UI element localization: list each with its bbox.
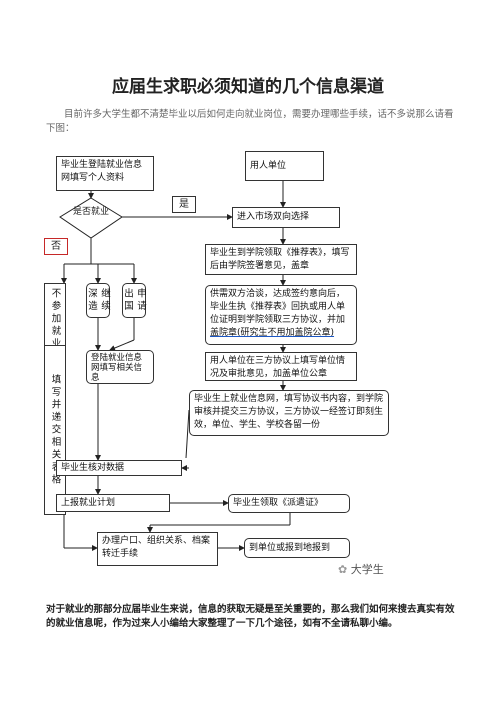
yes-label: 是 [172, 196, 196, 213]
no-employ-box: 不参加就业 [44, 283, 66, 356]
negotiate-text: 供需双方洽谈，达成签约意向后，毕业生执《推荐表》回执或用人单位证明到学院领取三方… [210, 289, 346, 325]
online-fill-box: 毕业生上就业信息网，填写协议书内容，到学院审核并提交三方协议，三方协议一经签订即… [189, 390, 389, 436]
fill-form-box: 填写并递交相关表格 [44, 345, 66, 515]
footer-paragraph: 对于就业的那部分应届毕业生来说，信息的获取无疑是至关重要的，那么我们如何来搜去真… [46, 604, 455, 629]
decision-text: 是否就业 [72, 207, 109, 217]
login-info-box: 登陆就业信息网填写相关信息 [86, 350, 154, 384]
further-study-box: 继续深造 [86, 283, 110, 318]
watermark-icon: ✿ [338, 563, 348, 576]
sign-employer-box: 用人单位在三方协议上填写单位情况及审批意见，加盖单位公章 [205, 352, 357, 381]
market-box: 进入市场双向选择 [232, 207, 340, 228]
report-unit-box: 到单位或报到地报到 [244, 538, 350, 558]
document-title: 应届生求职必须知道的几个信息渠道 [112, 77, 384, 97]
report-plan-box: 上报就业计划 [56, 494, 170, 512]
watermark: ✿ 大学生 [338, 561, 384, 577]
no-label: 否 [44, 238, 68, 255]
recommend-box: 毕业生到学院领取《推荐表》，填写后由学院签署意见，盖章 [205, 244, 357, 275]
login-box: 毕业生登陆就业信息网填写个人资料 [56, 156, 154, 191]
negotiate-tail: 盖院章(研究生不用加盖院公章) [210, 328, 335, 338]
dispatch-box: 毕业生领取《派遣证》 [228, 494, 350, 513]
intro-paragraph: 目前许多大学生都不清楚毕业以后如何走向就业岗位，需要办理哪些手续，话不多说那么请… [46, 109, 454, 134]
hukou-box: 办理户口、组织关系、档案转迁手续 [97, 532, 218, 566]
watermark-text: 大学生 [350, 563, 384, 576]
employer-box: 用人单位 [245, 151, 324, 181]
negotiate-box: 供需双方洽谈，达成签约意向后，毕业生执《推荐表》回执或用人单位证明到学院领取三方… [205, 285, 357, 345]
verify-box: 毕业生核对数据 [56, 460, 182, 476]
go-abroad-box: 申请出国 [122, 283, 146, 318]
